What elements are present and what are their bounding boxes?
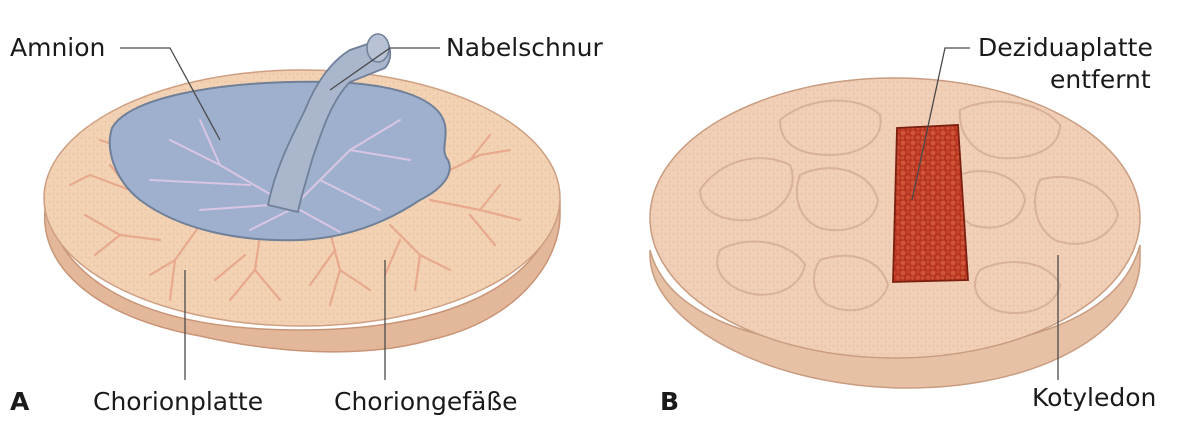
panel-letter-a: A <box>10 387 30 416</box>
label-choriongefaesse: Choriongefäße <box>334 387 517 416</box>
label-nabelschnur: Nabelschnur <box>446 33 604 62</box>
panel-a-placenta-fetal-side: Amnion Nabelschnur Chorionplatte Chorion… <box>10 33 604 416</box>
label-amnion: Amnion <box>10 33 105 62</box>
dezidua-removed-area <box>893 125 968 282</box>
label-chorionplatte: Chorionplatte <box>93 387 263 416</box>
label-deziduaplatte-line1: Deziduaplatte <box>978 33 1153 62</box>
panel-letter-b: B <box>660 387 679 416</box>
panel-b-placenta-maternal-side: Deziduaplatte entfernt Kotyledon B <box>650 33 1156 416</box>
label-kotyledon: Kotyledon <box>1032 383 1156 412</box>
label-deziduaplatte-line2: entfernt <box>1050 65 1151 94</box>
